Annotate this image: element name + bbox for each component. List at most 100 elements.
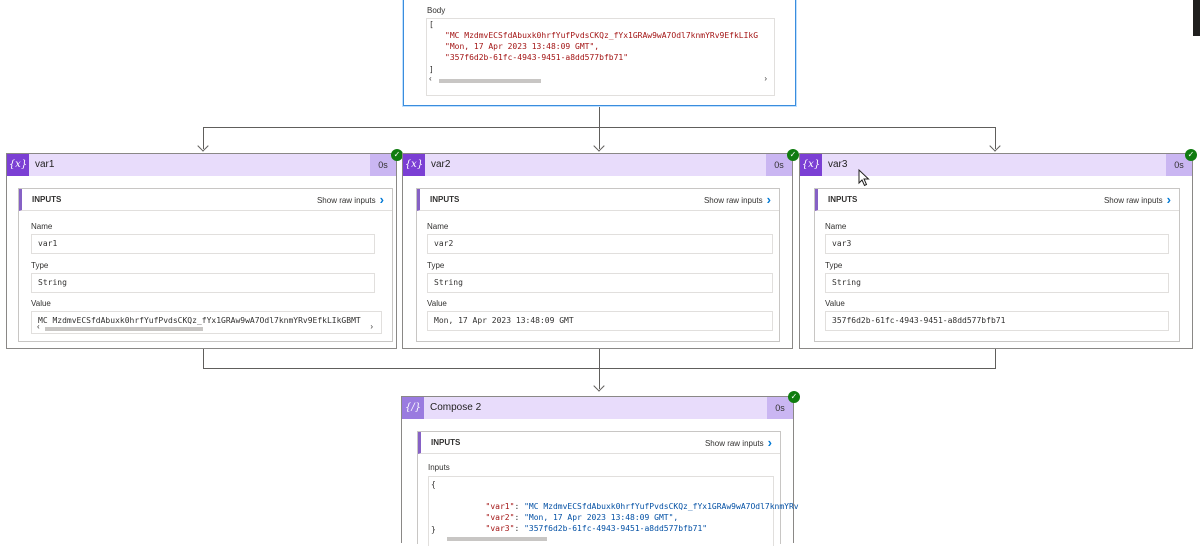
connector-drop-var2: [599, 127, 600, 149]
inputs-label: INPUTS: [828, 195, 858, 204]
success-check-icon: ✓: [391, 149, 403, 161]
var3-card-header[interactable]: {x} var3 0s: [800, 154, 1192, 176]
compose-2-card[interactable]: {/} Compose 2 0s INPUTS Show raw inputs›…: [401, 396, 799, 546]
compose-code-box: { "var1": "MC MzdmvECSfdAbuxk0hrfYufPvds…: [428, 476, 799, 546]
value-label: Value: [427, 299, 447, 308]
json-value: "MC MzdmvECSfdAbuxk0hrfYufPvdsCKQz_fYx1G…: [524, 502, 799, 511]
connector-join-bottom: [203, 368, 996, 369]
var1-card-header[interactable]: {x} var1 0s: [7, 154, 396, 176]
value-horizontal-scrollbar[interactable]: ‹ ›: [35, 322, 375, 333]
compose-2-card-header[interactable]: {/} Compose 2 0s: [402, 397, 793, 419]
name-label: Name: [825, 222, 847, 231]
connector-rise-var3: [995, 349, 996, 368]
body-line-1: "MC MzdmvECSfdAbuxk0hrfYufPvdsCKQz_fYx1G…: [445, 31, 759, 40]
scroll-thumb[interactable]: [45, 327, 203, 331]
success-check-icon: ✓: [1185, 149, 1197, 161]
body-line-2: "Mon, 17 Apr 2023 13:48:09 GMT",: [445, 42, 600, 51]
body-line-3: "357f6d2b-61fc-4943-9451-a8dd577bfb71": [445, 53, 629, 62]
chevron-right-icon[interactable]: ›: [766, 192, 771, 207]
connector-trunk-top: [599, 107, 600, 127]
value-label: Value: [31, 299, 51, 308]
json-value: "Mon, 17 Apr 2023 13:48:09 GMT",: [524, 513, 679, 522]
var1-card[interactable]: {x} var1 0s INPUTS Show raw inputs› Name…: [6, 153, 397, 349]
type-label: Type: [427, 261, 445, 270]
arrow-down-icon: [593, 140, 605, 152]
value-value-field: Mon, 17 Apr 2023 13:48:09 GMT: [427, 311, 773, 331]
var1-duration: 0s: [370, 154, 396, 176]
value-text: MC MzdmvECSfdAbuxk0hrfYufPvdsCKQz_fYx1GR…: [38, 316, 361, 325]
scroll-thumb[interactable]: [439, 79, 541, 83]
compose-close-brace: }: [431, 525, 436, 534]
value-label: Value: [825, 299, 845, 308]
type-value-field: String: [31, 273, 375, 293]
show-raw-inputs-label[interactable]: Show raw inputs: [1103, 196, 1163, 205]
body-code-box: [ "MC MzdmvECSfdAbuxk0hrfYufPvdsCKQz_fYx…: [426, 18, 775, 96]
show-raw-inputs-link[interactable]: Show raw inputs›: [1104, 189, 1171, 212]
show-raw-inputs-label[interactable]: Show raw inputs: [703, 196, 763, 205]
success-check-icon: ✓: [787, 149, 799, 161]
value-value-field: 357f6d2b-61fc-4943-9451-a8dd577bfb71: [825, 311, 1169, 331]
compose-field-label: Inputs: [428, 463, 450, 472]
var1-card-title: var1: [35, 159, 55, 170]
scroll-left-icon[interactable]: ‹: [37, 322, 40, 331]
variable-icon: {x}: [800, 154, 822, 176]
name-value-field: var2: [427, 234, 773, 254]
inputs-label: INPUTS: [32, 195, 62, 204]
json-value: "357f6d2b-61fc-4943-9451-a8dd577bfb71": [524, 524, 708, 533]
body-open-bracket: [: [429, 20, 434, 29]
arrow-down-icon: [989, 140, 1001, 152]
scroll-right-icon[interactable]: ›: [764, 74, 767, 83]
variable-icon: {x}: [403, 154, 425, 176]
json-key: "var1": [485, 502, 515, 511]
compose-inputs-section: INPUTS Show raw inputs› Inputs { "var1":…: [417, 431, 799, 546]
var2-duration: 0s: [766, 154, 792, 176]
var3-card[interactable]: {x} var3 0s INPUTS Show raw inputs› Name…: [799, 153, 1193, 349]
type-label: Type: [825, 261, 843, 270]
show-raw-inputs-link[interactable]: Show raw inputs›: [705, 432, 772, 455]
inputs-label: INPUTS: [431, 438, 461, 447]
name-value-field: var3: [825, 234, 1169, 254]
compose-2-duration: 0s: [767, 397, 793, 419]
var2-inputs-bar: INPUTS Show raw inputs›: [417, 189, 779, 211]
var3-card-title: var3: [828, 159, 848, 170]
show-raw-inputs-label[interactable]: Show raw inputs: [316, 196, 376, 205]
type-label: Type: [31, 261, 49, 270]
show-raw-inputs-link[interactable]: Show raw inputs›: [317, 189, 384, 212]
success-check-icon: ✓: [788, 391, 800, 403]
connector-rise-var2: [599, 349, 600, 389]
type-value-field: String: [427, 273, 773, 293]
var1-inputs-section: INPUTS Show raw inputs› Name var1 Type S…: [18, 188, 393, 342]
chevron-right-icon[interactable]: ›: [1166, 192, 1171, 207]
type-value-field: String: [825, 273, 1169, 293]
name-value-field: var1: [31, 234, 375, 254]
variable-icon: {x}: [7, 154, 29, 176]
body-close-bracket: ]: [429, 65, 434, 74]
show-raw-inputs-link[interactable]: Show raw inputs›: [704, 189, 771, 212]
compose-row-var2: "var2": "Mon, 17 Apr 2023 13:48:09 GMT",: [485, 513, 679, 522]
var2-card-header[interactable]: {x} var2 0s: [403, 154, 792, 176]
body-horizontal-scrollbar[interactable]: ‹ ›: [429, 74, 767, 85]
var3-duration: 0s: [1166, 154, 1192, 176]
body-label: Body: [427, 6, 446, 15]
json-key: "var3": [485, 524, 515, 533]
window-edge: [1193, 0, 1200, 36]
var2-card[interactable]: {x} var2 0s INPUTS Show raw inputs› Name…: [402, 153, 793, 349]
var1-inputs-bar: INPUTS Show raw inputs›: [19, 189, 392, 211]
compose-open-brace: {: [431, 480, 436, 489]
show-raw-inputs-label[interactable]: Show raw inputs: [704, 439, 764, 448]
compose-icon: {/}: [402, 397, 424, 419]
compose-scroll-thumb[interactable]: [447, 537, 547, 541]
arrow-down-icon: [593, 380, 605, 392]
var2-card-title: var2: [431, 159, 451, 170]
scroll-right-icon[interactable]: ›: [370, 322, 373, 331]
connector-drop-var3: [995, 127, 996, 149]
top-action-card[interactable]: Body [ "MC MzdmvECSfdAbuxk0hrfYufPvdsCKQ…: [403, 0, 796, 106]
chevron-right-icon[interactable]: ›: [379, 192, 384, 207]
chevron-right-icon[interactable]: ›: [767, 435, 772, 450]
inputs-label: INPUTS: [430, 195, 460, 204]
compose-row-var3: "var3": "357f6d2b-61fc-4943-9451-a8dd577…: [485, 524, 708, 533]
scroll-left-icon[interactable]: ‹: [429, 74, 432, 83]
var2-inputs-section: INPUTS Show raw inputs› Name var2 Type S…: [416, 188, 780, 342]
connector-rise-var1: [203, 349, 204, 368]
var3-inputs-section: INPUTS Show raw inputs› Name var3 Type S…: [814, 188, 1180, 342]
